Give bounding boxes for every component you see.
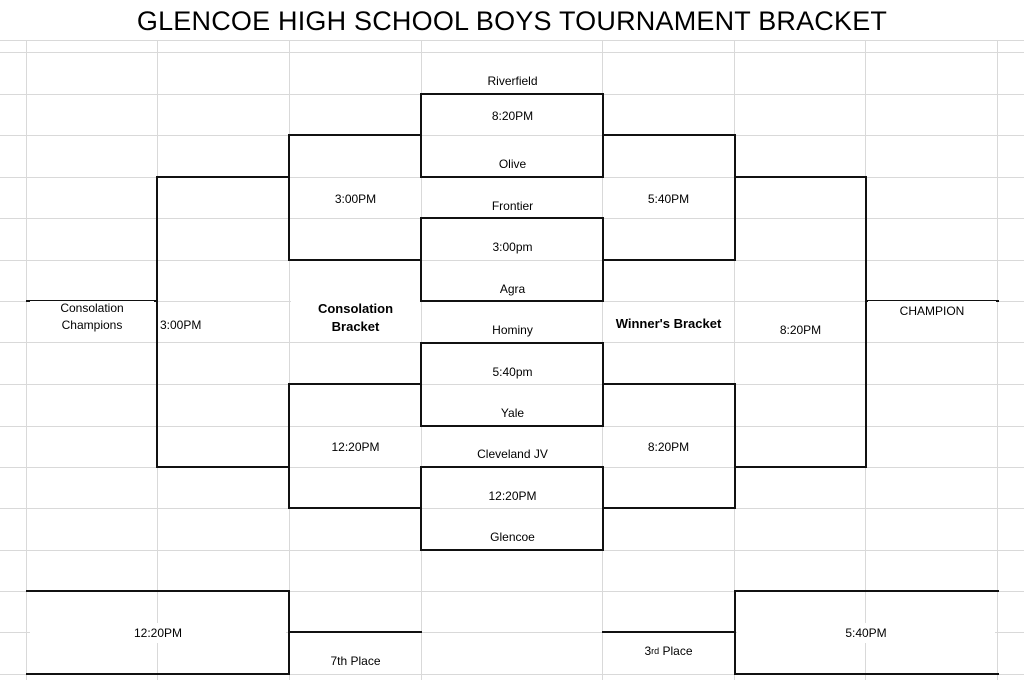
seventh-place-line [289, 631, 422, 633]
third-place-word: Place [659, 643, 693, 658]
winners-semi-bottom-right [734, 383, 736, 509]
third-place-line [602, 631, 735, 633]
consolation-semi-top-left [288, 134, 290, 261]
game1-team-bottom: Olive [423, 154, 602, 174]
gridline [734, 0, 735, 680]
consolation-semi-top-time: 3:00PM [291, 189, 420, 209]
consolation-final-top [157, 176, 290, 178]
consolation-semi-top-top [289, 134, 422, 136]
game2-box-bottom [421, 300, 604, 302]
seventh-box-top [26, 590, 290, 592]
winners-bracket-label: Winner's Bracket [604, 313, 733, 333]
winners-semi-bottom-time: 8:20PM [604, 437, 733, 457]
game1-team-top: Riverfield [423, 71, 602, 91]
gridline [421, 0, 422, 680]
consolation-semi-bottom-top [289, 383, 422, 385]
gridline [0, 384, 1024, 385]
game4-team-bottom: Glencoe [423, 527, 602, 547]
winners-semi-bottom-bottom [602, 507, 736, 509]
game2-box-top [421, 217, 604, 219]
gridline [602, 0, 603, 680]
consolation-final-left [156, 176, 158, 468]
third-box-top [734, 590, 999, 592]
consolation-label-line1: Consolation [291, 299, 420, 317]
third-place-time: 5:40PM [737, 623, 995, 643]
gridline [0, 591, 1024, 592]
game2-team-top: Frontier [423, 196, 602, 216]
champion-label: CHAMPION [868, 301, 996, 321]
winners-semi-top-time: 5:40PM [604, 189, 733, 209]
gridline [997, 0, 998, 680]
game3-team-bottom: Yale [423, 403, 602, 423]
seventh-place-time: 12:20PM [30, 623, 286, 643]
consolation-semi-top-bottom [289, 259, 422, 261]
winners-final-top [734, 176, 867, 178]
gridline [0, 135, 1024, 136]
seventh-box-bottom [26, 673, 290, 675]
winners-semi-top-top [602, 134, 736, 136]
gridline [0, 632, 1024, 633]
game4-time: 12:20PM [423, 486, 602, 506]
winners-semi-bottom-top [602, 383, 736, 385]
third-place-num: 3 [644, 643, 652, 658]
game3-box-top [421, 342, 604, 344]
gridline [26, 0, 27, 680]
game3-team-top: Hominy [423, 320, 602, 340]
winners-semi-top-bottom [602, 259, 736, 261]
gridline [0, 260, 1024, 261]
consolation-semi-bottom-bottom [289, 507, 422, 509]
winners-semi-top-right [734, 134, 736, 261]
game2-team-bottom: Agra [423, 279, 602, 299]
consolation-semi-bottom-time: 12:20PM [291, 437, 420, 457]
gridline [0, 508, 1024, 509]
third-box-left [734, 590, 736, 675]
gridline [0, 674, 1024, 675]
game4-box-top [421, 466, 604, 468]
game3-time: 5:40pm [423, 362, 602, 382]
consolation-champions-line2: Champions [30, 317, 154, 333]
game1-box-bottom [421, 176, 604, 178]
consolation-label-line2: Bracket [291, 317, 420, 335]
game4-team-top: Cleveland JV [423, 444, 602, 464]
game3-box-bottom [421, 425, 604, 427]
gridline [289, 0, 290, 680]
consolation-final-time: 3:00PM [160, 315, 240, 335]
consolation-champions-line1: Consolation [30, 301, 154, 315]
winners-final-right [865, 176, 867, 468]
seventh-place-label: 7th Place [291, 651, 420, 671]
gridline [0, 40, 1024, 41]
winners-final-bottom [734, 466, 867, 468]
game4-box-bottom [421, 549, 604, 551]
gridline [0, 52, 1024, 53]
bracket-title: GLENCOE HIGH SCHOOL BOYS TOURNAMENT BRAC… [0, 0, 1024, 40]
game2-time: 3:00pm [423, 237, 602, 257]
winners-final-time: 8:20PM [737, 320, 864, 340]
consolation-final-bottom [157, 466, 290, 468]
game1-time: 8:20PM [423, 106, 602, 126]
game1-box-top [421, 93, 604, 95]
third-box-bottom [734, 673, 999, 675]
consolation-semi-bottom-left [288, 383, 290, 509]
